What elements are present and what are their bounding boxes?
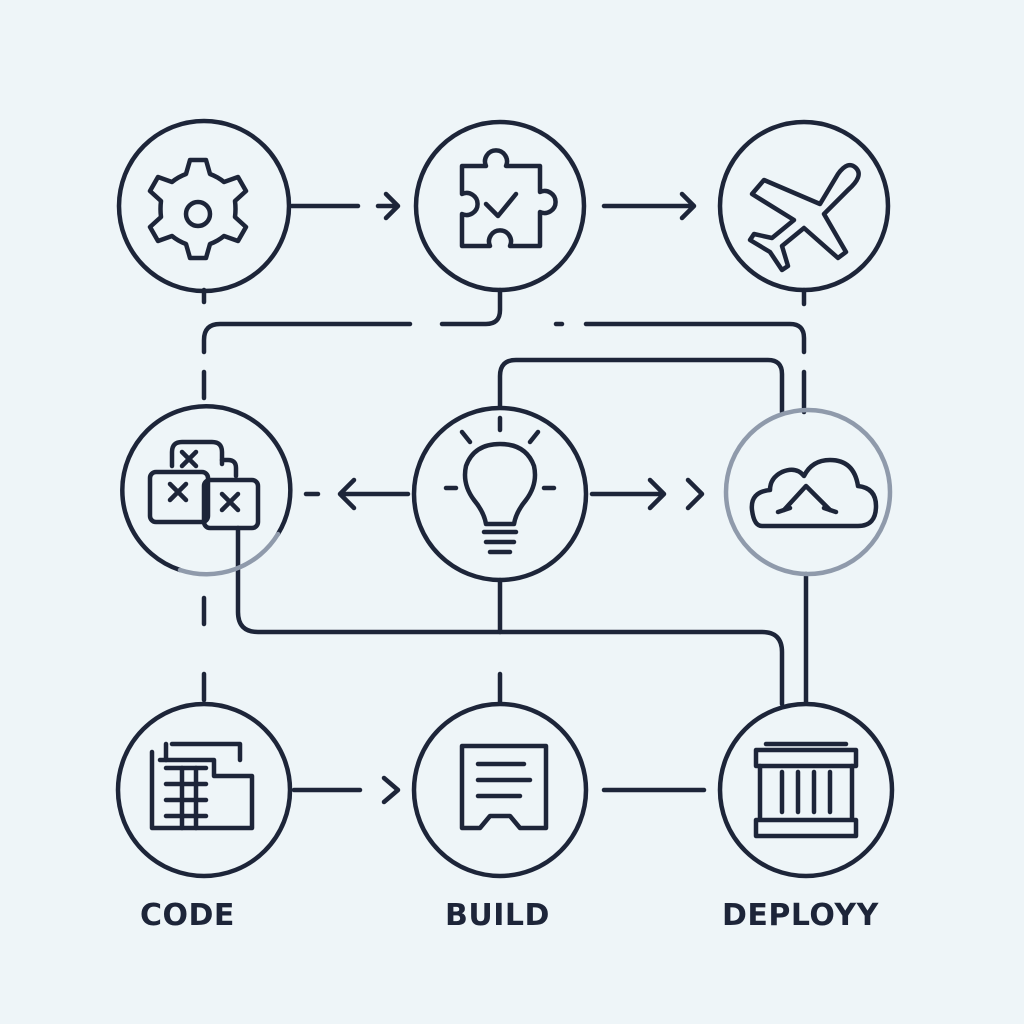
code-node — [115, 701, 293, 879]
boxes-node — [120, 404, 293, 573]
label-code: CODE — [140, 898, 235, 933]
airplane-icon — [747, 162, 861, 273]
arrow-puzzle-to-airplane — [601, 191, 697, 221]
cloud-node — [723, 407, 893, 577]
arrow-bulb-to-boxes — [303, 477, 411, 511]
puzzle-node — [413, 119, 587, 293]
label-build: BUILD — [445, 898, 550, 933]
lightbulb-icon — [443, 415, 557, 555]
node-circles — [115, 118, 895, 879]
page-icon — [459, 743, 549, 831]
build-node — [411, 701, 589, 879]
connector-top-right-bus — [553, 321, 807, 355]
lightbulb-node — [411, 405, 589, 583]
cloud-icon — [749, 457, 879, 529]
gear-icon — [147, 157, 249, 261]
documents-icon — [149, 741, 255, 831]
deploy-node — [717, 701, 895, 879]
arrow-code-to-build — [291, 775, 401, 805]
airplane-node — [717, 119, 891, 293]
arrow-bulb-to-cloud — [589, 477, 705, 511]
connector-bulb-to-cloud — [497, 357, 785, 415]
connector-boxes-to-deploy — [235, 525, 785, 707]
puzzle-check-icon — [459, 148, 558, 249]
arrow-gear-to-puzzle — [289, 191, 401, 221]
building-icon — [753, 741, 859, 839]
boxes-node-faded-arc — [177, 531, 281, 577]
boxes-icon — [147, 439, 261, 531]
label-deploy: DEPLOYY — [722, 898, 879, 933]
connectors — [201, 191, 809, 805]
connector-puzzle-to-left-bus — [201, 287, 503, 355]
gear-node — [116, 118, 292, 294]
